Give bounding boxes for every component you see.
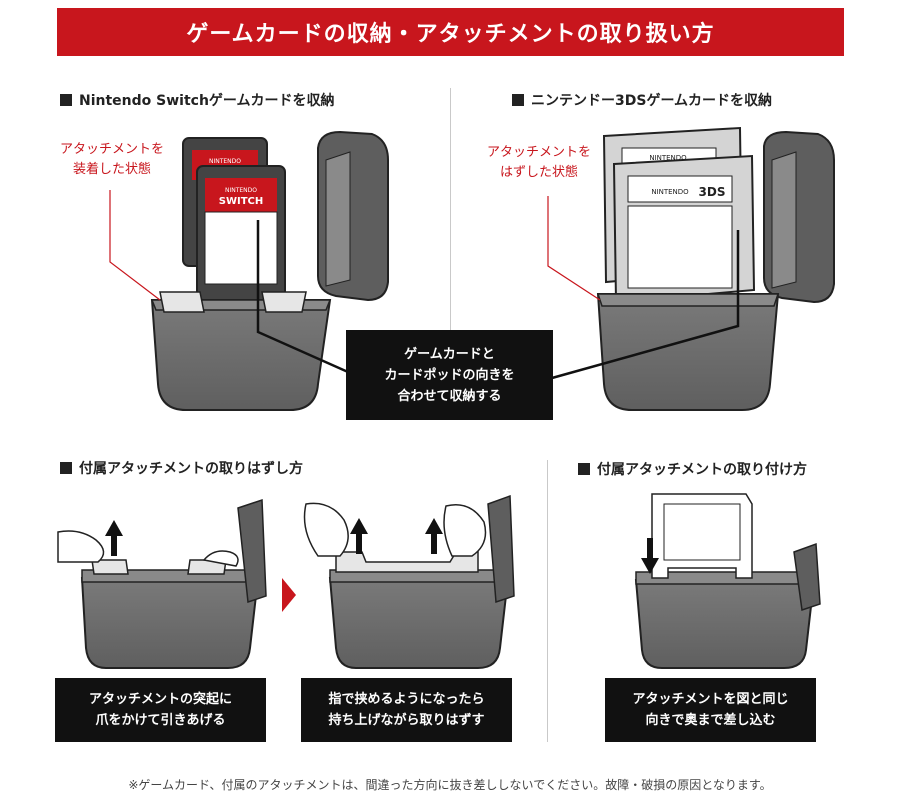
- removal-step2-callout: 指で挟めるようになったら 持ち上げながら取りはずす: [301, 678, 512, 742]
- heading-3ds-storage: ニンテンドー3DSゲームカードを収納: [512, 90, 772, 110]
- square-bullet-icon: [60, 94, 72, 106]
- heading-attach: 付属アタッチメントの取り付け方: [578, 459, 807, 479]
- removal-step1-callout: アタッチメントの突起に 爪をかけて引きあげる: [55, 678, 266, 742]
- svg-text:NINTENDO: NINTENDO: [649, 154, 687, 162]
- 3ds-connector-line: [551, 230, 740, 380]
- square-bullet-icon: [578, 463, 590, 475]
- attach-illustration: [634, 493, 821, 669]
- heading-removal: 付属アタッチメントの取りはずし方: [60, 458, 303, 478]
- removal-step2-illustration: [303, 494, 515, 669]
- svg-text:NINTENDO: NINTENDO: [209, 158, 241, 165]
- svg-text:NINTENDO: NINTENDO: [225, 187, 257, 194]
- up-arrow-icon: [105, 520, 123, 556]
- switch-connector-line: [256, 220, 349, 374]
- square-bullet-icon: [60, 462, 72, 474]
- heading-switch-storage-text: Nintendo Switchゲームカードを収納: [79, 93, 335, 109]
- page-title-banner: ゲームカードの収納・アタッチメントの取り扱い方: [57, 8, 844, 56]
- square-bullet-icon: [512, 94, 524, 106]
- switch-attachment-note: アタッチメントを 装着した状態: [59, 142, 164, 177]
- removal-step1-illustration: [57, 498, 267, 669]
- footnote: ※ゲームカード、付属のアタッチメントは、間違った方向に抜き差ししないでください。…: [128, 778, 772, 792]
- down-arrow-icon: [641, 538, 659, 574]
- page-title: ゲームカードの収納・アタッチメントの取り扱い方: [186, 22, 715, 47]
- heading-attach-text: 付属アタッチメントの取り付け方: [597, 462, 807, 478]
- svg-text:NINTENDO: NINTENDO: [651, 188, 689, 196]
- up-arrow-icon: [350, 518, 368, 554]
- 3ds-attachment-note: アタッチメントを はずした状態: [486, 145, 591, 180]
- divider-top: [450, 88, 451, 330]
- svg-text:3DS: 3DS: [699, 185, 726, 199]
- heading-3ds-storage-text: ニンテンドー3DSゲームカードを収納: [531, 93, 773, 109]
- divider-bottom: [547, 460, 548, 742]
- 3ds-card-pod-illustration: NINTENDO NINTENDO 3DS: [547, 126, 835, 411]
- up-arrow-icon: [425, 518, 443, 554]
- heading-removal-text: 付属アタッチメントの取りはずし方: [79, 461, 303, 477]
- switch-card-pod-illustration: NINTENDO SWITCH NINTENDO SWITCH: [109, 130, 389, 411]
- attach-step-callout: アタッチメントを図と同じ 向きで奥まで差し込む: [605, 678, 816, 742]
- center-callout: ゲームカードと カードポッドの向きを 合わせて収納する: [346, 330, 553, 420]
- next-step-triangle-icon: [282, 578, 296, 612]
- svg-text:SWITCH: SWITCH: [219, 196, 263, 207]
- heading-switch-storage: Nintendo Switchゲームカードを収納: [60, 90, 335, 110]
